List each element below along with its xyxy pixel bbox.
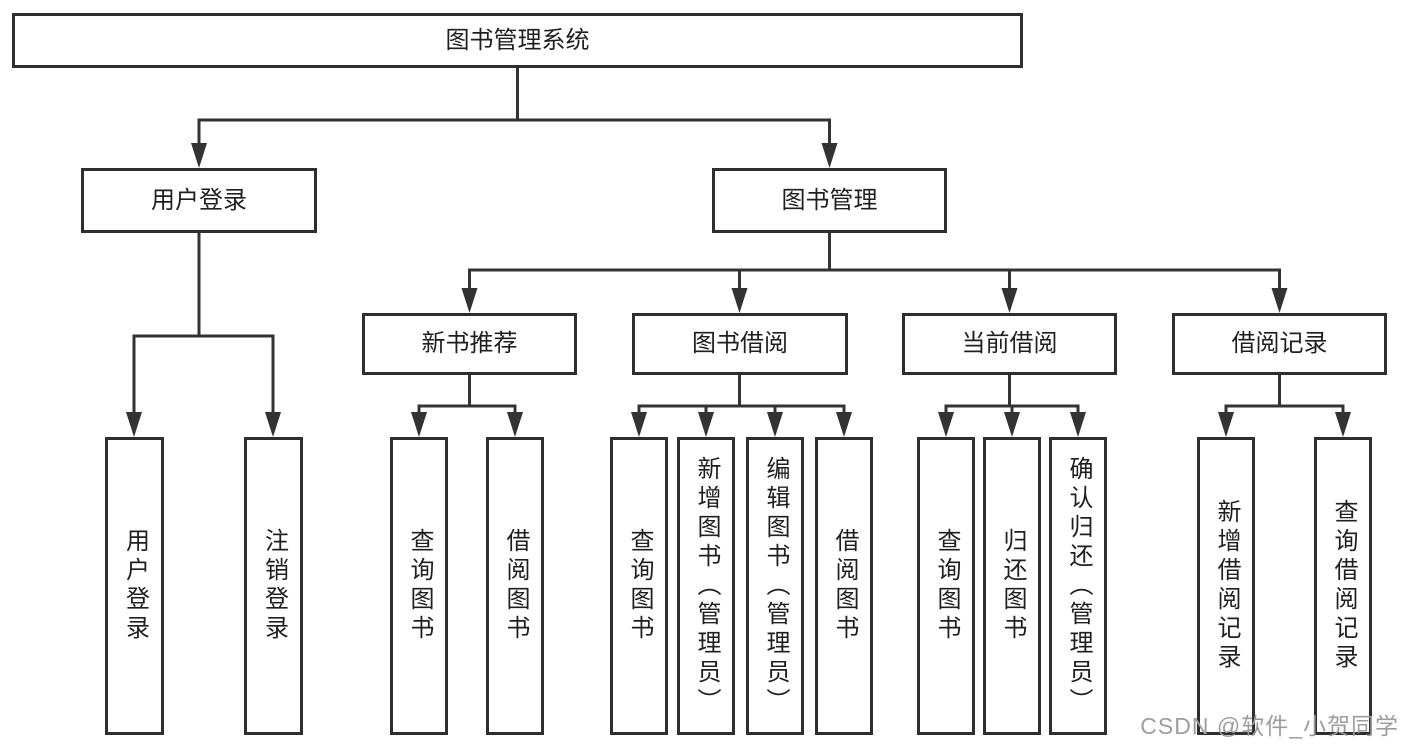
leaf-query-book-1: 查询图书 (390, 437, 448, 735)
leaf-user-login: 用户登录 (105, 437, 164, 735)
csdn-watermark: CSDN @软件_小贺同学 (1140, 713, 1399, 739)
node-book-management: 图书管理 (712, 168, 947, 233)
node-book-borrow: 图书借阅 (632, 313, 848, 375)
leaf-query-book-3: 查询图书 (917, 437, 975, 735)
node-user-login: 用户登录 (81, 168, 317, 233)
leaf-return-book: 归还图书 (983, 437, 1041, 735)
leaf-edit-book-admin: 编辑图书（管理员） (746, 437, 804, 735)
leaf-confirm-return-admin: 确认归还（管理员） (1049, 437, 1107, 735)
leaf-query-book-2: 查询图书 (610, 437, 668, 735)
leaf-query-borrow-record: 查询借阅记录 (1314, 437, 1372, 735)
node-current-borrow: 当前借阅 (902, 313, 1117, 375)
leaf-borrow-book-1: 借阅图书 (486, 437, 544, 735)
leaf-logout: 注销登录 (244, 437, 303, 735)
leaf-borrow-book-2: 借阅图书 (815, 437, 873, 735)
node-root: 图书管理系统 (12, 13, 1023, 68)
leaf-add-borrow-record: 新增借阅记录 (1197, 437, 1255, 735)
leaf-add-book-admin: 新增图书（管理员） (677, 437, 735, 735)
node-borrow-records: 借阅记录 (1172, 313, 1387, 375)
node-new-book-recommend: 新书推荐 (362, 313, 577, 375)
